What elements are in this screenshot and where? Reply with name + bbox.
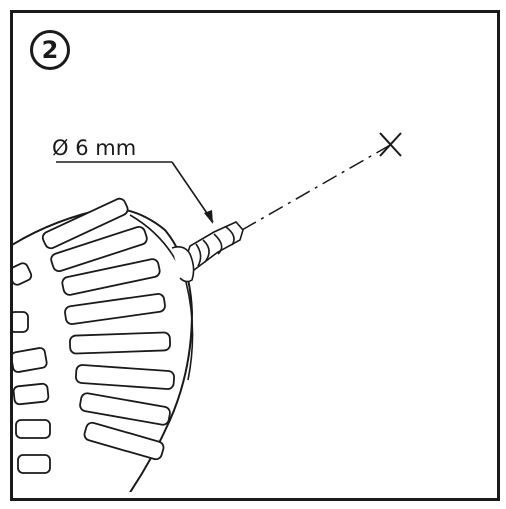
grip-slots	[13, 197, 176, 474]
drill-bit-dimension-label: Ø 6 mm	[52, 136, 137, 160]
cross-mark-icon	[379, 132, 402, 157]
drill-bit	[185, 221, 244, 272]
dimension-arrow-icon	[204, 210, 213, 224]
step-badge: 2	[30, 30, 70, 70]
drill-body	[13, 197, 195, 492]
step-number: 2	[41, 36, 59, 64]
drilling-axis-line	[241, 143, 393, 231]
dimension-leader	[56, 161, 214, 223]
